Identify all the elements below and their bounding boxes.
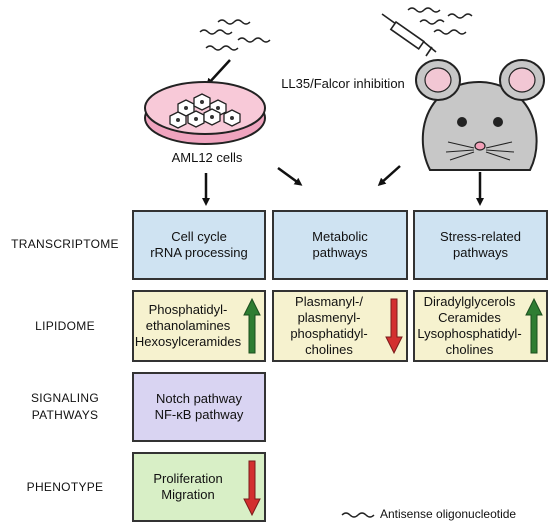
arrow-up-icon xyxy=(243,298,261,354)
row-label-signaling-line: SIGNALING xyxy=(30,391,100,405)
box-text-line: pathways xyxy=(453,245,508,260)
legend-oligonucleotide-icon xyxy=(341,512,375,518)
row-label-lipidome: LIPIDOME xyxy=(35,319,95,333)
box-text-line: plasmenyl- xyxy=(297,310,361,325)
petri-dish-icon xyxy=(144,81,266,145)
row-label-signaling: SIGNALING PATHWAYS xyxy=(0,390,130,424)
box-text-line: ethanolamines xyxy=(145,318,231,333)
box-text-line: Cell cycle xyxy=(171,229,227,244)
box-text-line: pathways xyxy=(312,245,368,260)
box-text-line: Ceramides xyxy=(438,310,501,325)
oligonucleotide-icon xyxy=(407,7,473,35)
arrow-up-icon xyxy=(525,298,543,354)
box-text-line: Diradylglycerols xyxy=(423,294,516,309)
syringe-icon xyxy=(381,13,437,57)
box-text-line: Plasmanyl-/ xyxy=(295,294,363,309)
box-text-line: cholines xyxy=(305,342,353,357)
box-text-line: Notch pathway xyxy=(156,391,242,406)
box-text-line: rRNA processing xyxy=(150,245,248,260)
box-text-line: Hexosylceramides xyxy=(134,334,242,349)
box-text-line: phosphatidyl- xyxy=(290,326,368,341)
lipidome-box-metabolic: Plasmanyl-/ plasmenyl- phosphatidyl- cho… xyxy=(272,290,408,362)
box-text-line: Stress-related xyxy=(440,229,521,244)
legend-label: Antisense oligonucleotide xyxy=(380,507,517,521)
row-label-phenotype: PHENOTYPE xyxy=(26,480,104,494)
arrow-down-icon xyxy=(385,298,403,354)
signaling-box: Notch pathway NF-κB pathway xyxy=(132,372,266,442)
arrow-down-icon xyxy=(243,460,261,516)
box-text-line: NF-κB pathway xyxy=(154,407,244,422)
box-text-line: Metabolic xyxy=(312,229,368,244)
transcriptome-box-stress: Stress-related pathways xyxy=(413,210,548,280)
row-label-transcriptome: TRANSCRIPTOME xyxy=(11,237,119,251)
phenotype-box: Proliferation Migration xyxy=(132,452,266,522)
lipidome-box-stress: Diradylglycerols Ceramides Lysophosphati… xyxy=(413,290,548,362)
lipidome-box-cells: Phosphatidyl- ethanolamines Hexosylceram… xyxy=(132,290,266,362)
arrow-mouse-to-metabolic xyxy=(377,165,401,187)
box-text-line: Migration xyxy=(161,487,215,502)
box-text-line: Proliferation xyxy=(153,471,223,486)
mouse-icon xyxy=(415,59,545,171)
inhibition-label: LL35/Falcor inhibition xyxy=(281,76,405,91)
row-label-signaling-line: PATHWAYS xyxy=(31,408,99,422)
box-text-line: Lysophosphatidyl- xyxy=(417,326,522,341)
oligonucleotide-icon xyxy=(199,19,271,51)
arrow-to-dish xyxy=(205,59,231,87)
cells-label: AML12 cells xyxy=(171,150,243,165)
transcriptome-box-metabolic: Metabolic pathways xyxy=(272,210,408,280)
box-text-line: Phosphatidyl- xyxy=(148,302,228,317)
box-text-line: cholines xyxy=(445,342,494,357)
transcriptome-box-cells: Cell cycle rRNA processing xyxy=(132,210,266,280)
arrow-cells-to-metabolic xyxy=(277,166,303,186)
